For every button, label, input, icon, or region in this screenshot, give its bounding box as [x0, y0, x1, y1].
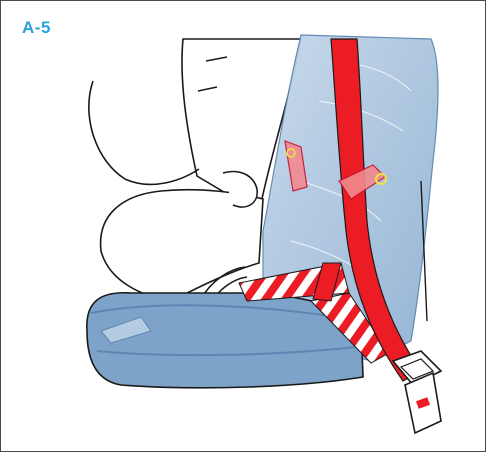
belt-buckle: [393, 351, 441, 433]
vehicle-seat-side: [89, 81, 199, 184]
